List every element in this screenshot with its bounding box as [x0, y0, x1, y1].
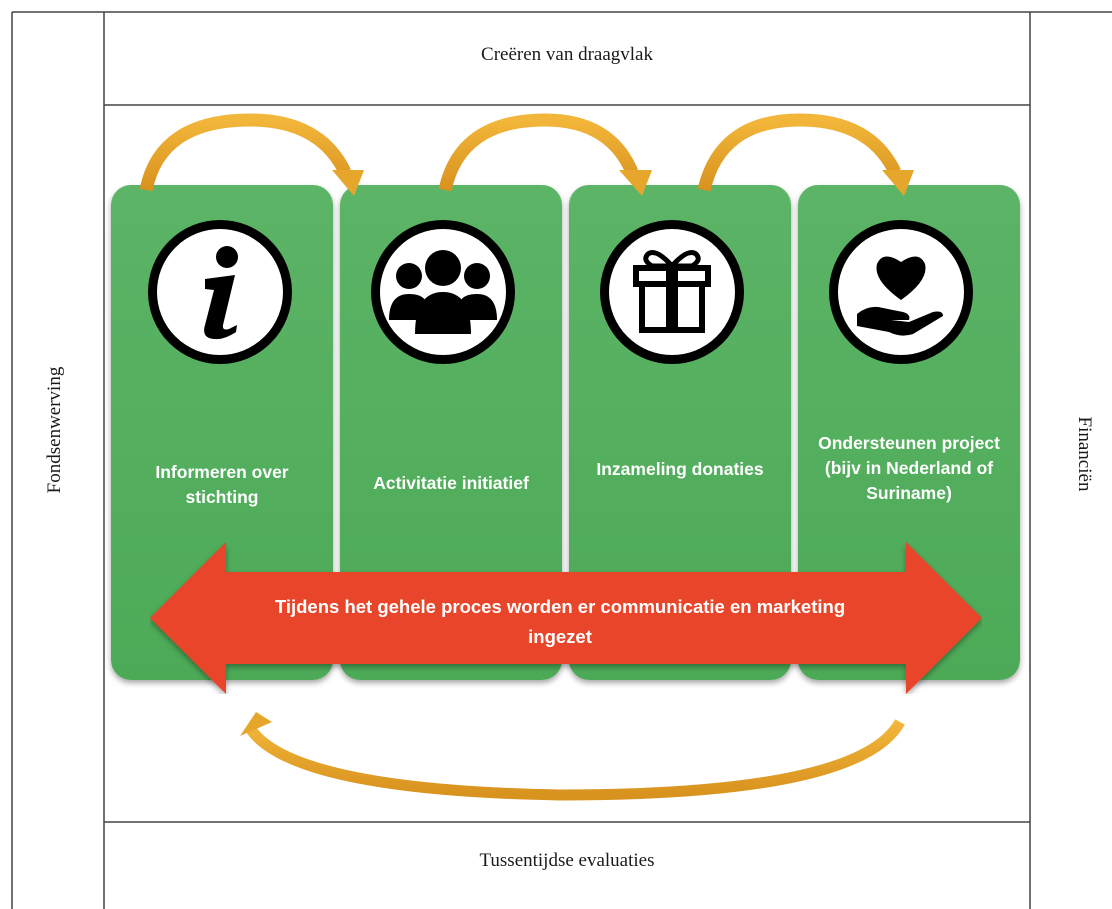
left-side-label: Fondsenwerving [44, 366, 65, 494]
communication-text: Tijdens het gehele proces worden er comm… [274, 596, 846, 647]
group-icon [371, 220, 515, 364]
bottom-band-label: Tussentijdse evaluaties [479, 850, 655, 871]
heart-hand-icon [829, 220, 973, 364]
step-label-activitatie: Activitatie initiatief [373, 473, 529, 493]
communication-arrow [150, 542, 982, 694]
right-side-label: Financiën [1074, 416, 1095, 492]
top-band-label: Creëren van draagvlak [481, 44, 653, 65]
step-label-informeren: Informeren over stichting [155, 462, 289, 507]
gift-icon [600, 220, 744, 364]
step-label-ondersteunen: Ondersteunen project (bijv in Nederland … [818, 433, 1000, 503]
step-label-inzameling: Inzameling donaties [596, 459, 764, 479]
info-icon [148, 220, 292, 364]
